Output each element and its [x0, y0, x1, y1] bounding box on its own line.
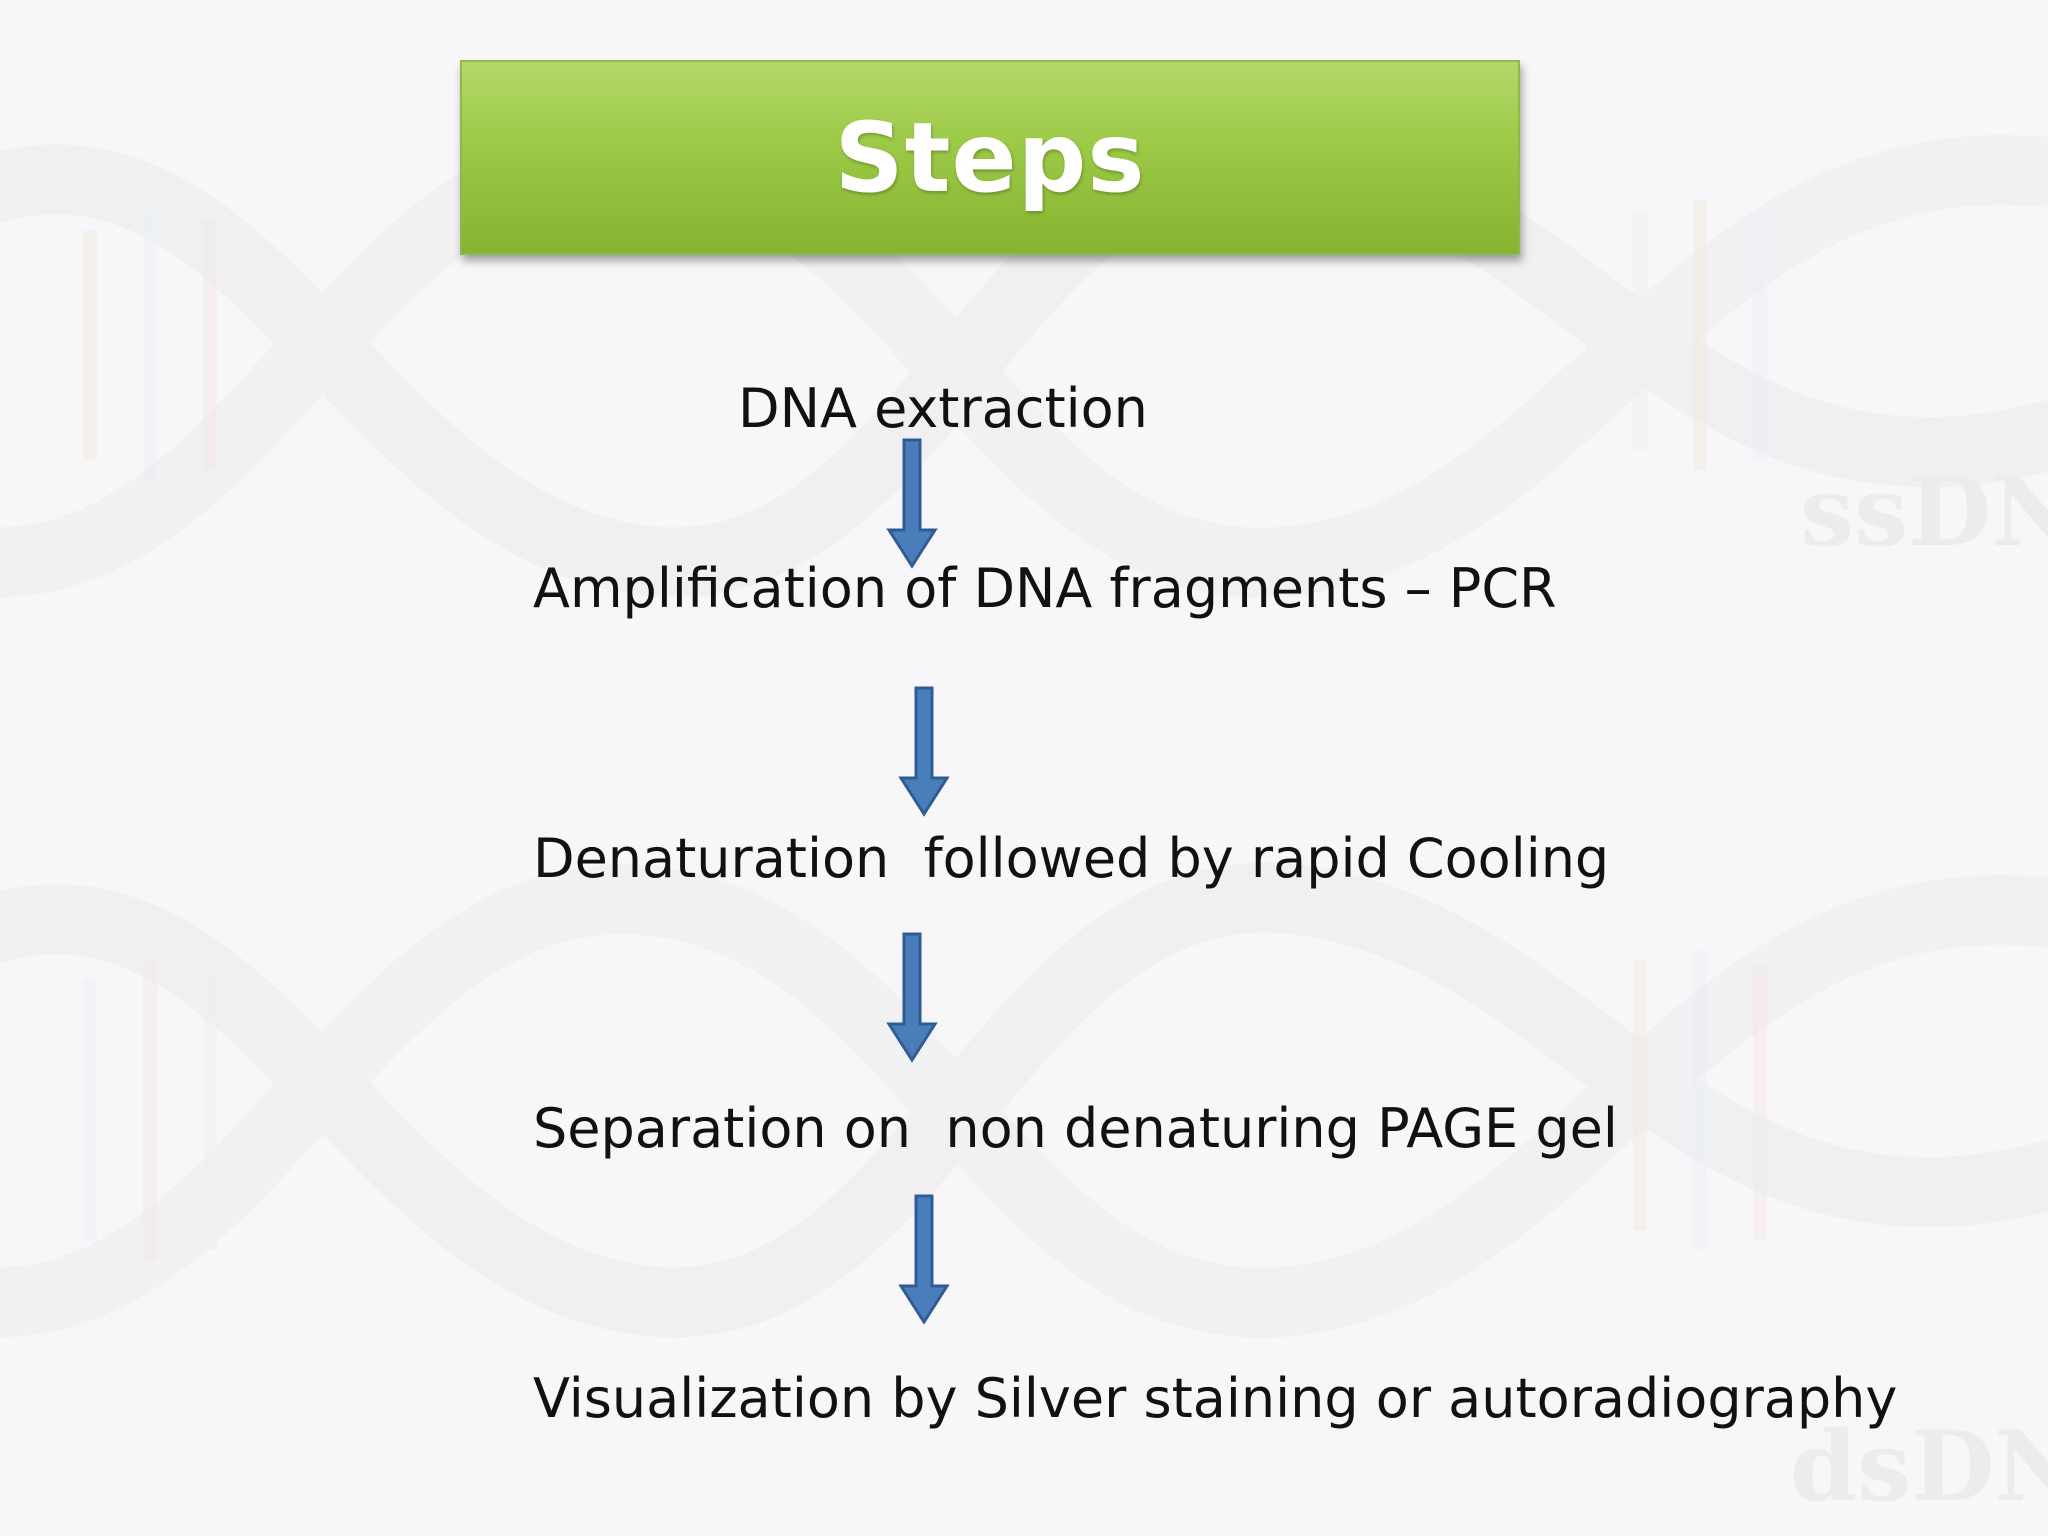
step-denaturation: Denaturation followed by rapid Cooling — [533, 827, 1610, 890]
watermark-dsdna: dsDNA — [1790, 1410, 2048, 1523]
down-arrow-icon — [898, 686, 950, 817]
down-arrow-icon — [886, 932, 938, 1063]
watermark-ssdna: ssDNA — [1800, 455, 2048, 568]
title-banner: Steps — [460, 60, 1520, 255]
step-page-separation: Separation on non denaturing PAGE gel — [533, 1097, 1618, 1160]
step-visualization: Visualization by Silver staining or auto… — [533, 1367, 1898, 1430]
step-dna-extraction: DNA extraction — [738, 377, 1148, 440]
down-arrow-icon — [898, 1194, 950, 1325]
down-arrow-icon — [886, 438, 938, 569]
step-pcr-amplification: Amplification of DNA fragments – PCR — [533, 557, 1557, 620]
slide-title: Steps — [834, 101, 1146, 214]
